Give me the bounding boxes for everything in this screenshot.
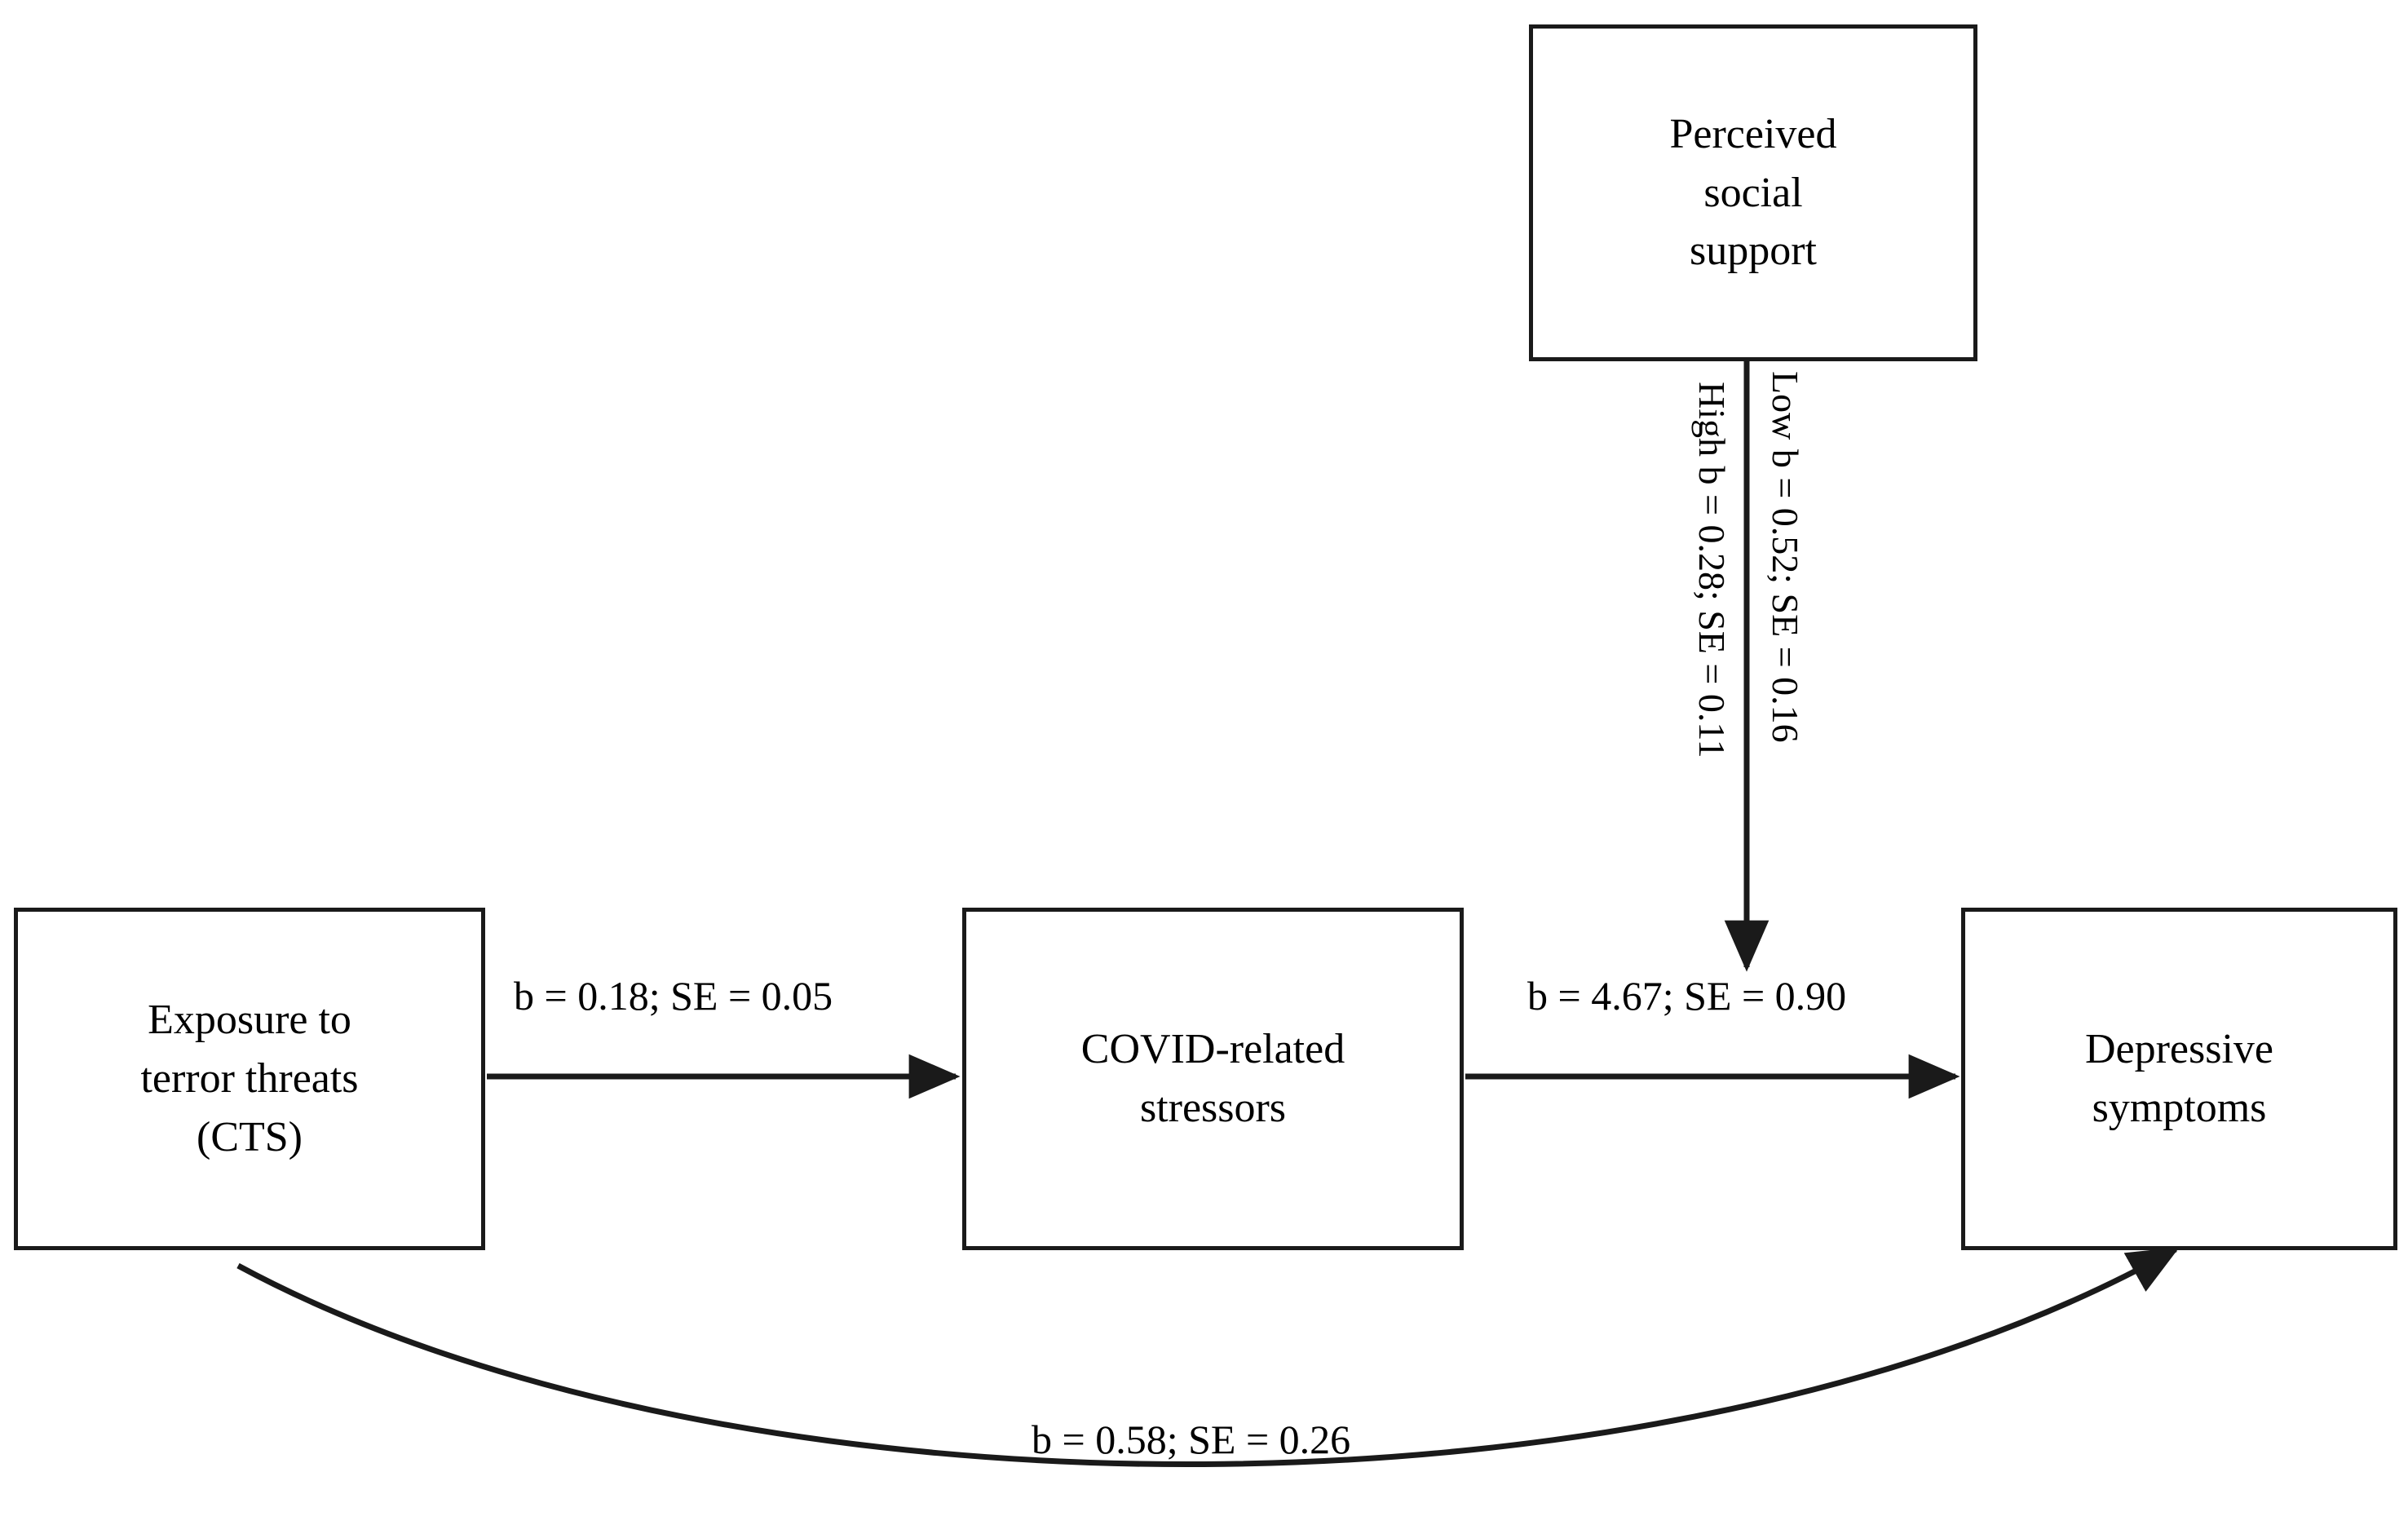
path-label-a: b = 0.18; SE = 0.05 (514, 973, 833, 1019)
node-moderator-line-3: support (1690, 228, 1817, 275)
node-depressive-symptoms[interactable]: Depressive symptoms (1961, 908, 2397, 1250)
node-mediator-line-2: stressors (1139, 1085, 1287, 1131)
path-label-c-direct: b = 0.58; SE = 0.26 (1032, 1417, 1351, 1462)
node-perceived-social-support[interactable]: Perceived social support (1529, 24, 1977, 361)
path-label-b: b = 4.67; SE = 0.90 (1527, 973, 1847, 1019)
path-label-moderation-high: High b = 0.28; SE = 0.11 (1691, 382, 1733, 758)
node-outcome-line-1: Depressive (2084, 1026, 2274, 1073)
node-moderator-line-1: Perceived (1669, 110, 1837, 157)
path-label-moderation-low: Low b = 0.52; SE = 0.16 (1765, 371, 1806, 743)
node-predictor-line-2: terror threats (140, 1055, 359, 1103)
node-moderator-line-2: social (1703, 169, 1803, 216)
node-covid-related-stressors[interactable]: COVID-related stressors (962, 908, 1464, 1250)
node-mediator-line-1: COVID-related (1080, 1026, 1345, 1073)
node-predictor-line-3: (CTS) (197, 1113, 303, 1160)
node-outcome-line-2: symptoms (2092, 1085, 2267, 1131)
node-predictor-line-1: Exposure to (148, 997, 351, 1044)
node-exposure-to-terror-threats[interactable]: Exposure to terror threats (CTS) (14, 908, 485, 1250)
